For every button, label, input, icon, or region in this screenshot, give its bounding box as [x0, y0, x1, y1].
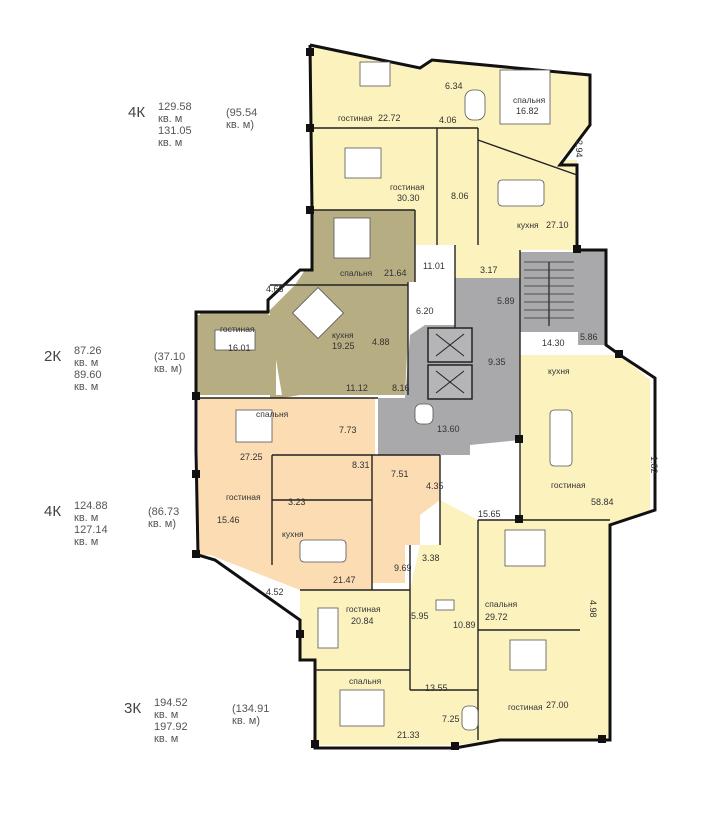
room-area: 27.10 [546, 220, 569, 230]
room-area: 21.47 [333, 575, 356, 585]
room-area: 58.84 [591, 497, 614, 507]
room-label: спальня [349, 676, 382, 686]
apartment-total-area: 87.26 кв. м 89.60 кв. м [74, 345, 102, 393]
room-area: 4.06 [439, 115, 457, 125]
room-label: спальня [513, 95, 546, 105]
apartment-type: 4К [44, 503, 62, 520]
room-label: кухня [548, 366, 570, 376]
room-area: 16.01 [228, 343, 251, 353]
room-label: спальня [340, 268, 373, 278]
apartment-total-area: 124.88 кв. м 127.14 кв. м [74, 500, 108, 548]
room-area: 13.60 [437, 424, 460, 434]
room-area: 9.69 [394, 563, 412, 573]
room-area: 8.06 [451, 191, 469, 201]
staircase-icon [524, 261, 574, 326]
room-area: 6.20 [416, 306, 434, 316]
room-area: 9.35 [488, 357, 506, 367]
room-label: гостиная [338, 113, 373, 123]
furniture [214, 61, 573, 731]
room-area: 27.25 [240, 452, 263, 462]
room-area: 8.16 [392, 383, 410, 393]
room-area: 5.89 [497, 296, 515, 306]
elevator-icon [427, 327, 473, 400]
room-label: гостиная [390, 182, 425, 192]
apartment-2k-living-fill [196, 315, 276, 395]
room-label: кухня [332, 330, 354, 340]
room-label: кухня [282, 529, 304, 539]
apartment-total-area: 129.58 кв. м 131.05 кв. м [158, 101, 192, 149]
apartment-4k-mid-fill [198, 398, 440, 590]
room-area: 13.55 [425, 683, 448, 693]
room-area: 2.94 [574, 140, 584, 158]
room-area: 5.95 [411, 611, 429, 621]
apartment-type: 3К [124, 700, 142, 717]
room-area: 3.38 [422, 553, 440, 563]
room-labels: гостиная 22.72 6.34 спальня 16.82 4.06 2… [217, 81, 659, 740]
room-area: 21.33 [397, 730, 420, 740]
exterior-walls [194, 43, 657, 750]
room-area: 7.73 [339, 425, 357, 435]
room-area: 3.17 [480, 265, 498, 275]
structural-columns [192, 48, 623, 750]
apartment-type: 2К [44, 348, 62, 365]
room-area: 15.46 [217, 515, 240, 525]
room-area: 11.01 [423, 261, 445, 271]
room-label: спальня [256, 409, 289, 419]
room-area: 11.12 [346, 383, 368, 393]
room-area: 3.23 [288, 497, 306, 507]
room-area: 14.30 [542, 338, 565, 348]
room-area: 4.35 [426, 481, 444, 491]
room-area: 15.65 [478, 509, 501, 519]
room-area: 29.72 [485, 612, 508, 622]
lift-shaft-fill [578, 250, 606, 345]
room-area: 20.84 [351, 616, 374, 626]
apartment-type: 4К [128, 104, 146, 121]
apartment-3k-left-fill [300, 590, 455, 745]
room-label: спальня [485, 599, 518, 609]
apartment-living-area: (95.54 кв. м) [226, 107, 258, 131]
room-label: кухня [517, 220, 539, 230]
room-area: 4.98 [588, 600, 598, 618]
room-area: 22.72 [378, 113, 401, 123]
room-area: 7.51 [391, 469, 409, 479]
room-area: 7.25 [442, 714, 460, 724]
room-area: 5.86 [580, 332, 598, 342]
room-label: гостиная [551, 480, 586, 490]
apartment-living-area: (134.91 кв. м) [232, 703, 270, 727]
room-area: 30.30 [397, 193, 420, 203]
room-area: 21.64 [384, 268, 407, 278]
room-label: гостиная [226, 492, 261, 502]
room-area: 4.52 [266, 587, 284, 597]
apartment-living-area: (37.10 кв. м) [154, 351, 186, 375]
room-area: 6.34 [445, 81, 463, 91]
room-area: 16.82 [516, 106, 539, 116]
room-label: гостиная [508, 702, 543, 712]
room-area: 4.88 [372, 337, 390, 347]
apartment-living-area: (86.73 кв. м) [148, 506, 180, 530]
room-area: 8.31 [352, 460, 370, 470]
room-area: 4.68 [266, 284, 284, 294]
room-area: 27.00 [546, 700, 569, 710]
room-area: 10.89 [453, 620, 476, 630]
room-area: 1.82 [649, 456, 659, 474]
room-area: 19.25 [332, 341, 355, 351]
room-label: гостиная [220, 324, 255, 334]
room-label: гостиная [346, 604, 381, 614]
apartment-total-area: 194.52 кв. м 197.92 кв. м [154, 697, 188, 745]
interior-walls [196, 127, 610, 740]
